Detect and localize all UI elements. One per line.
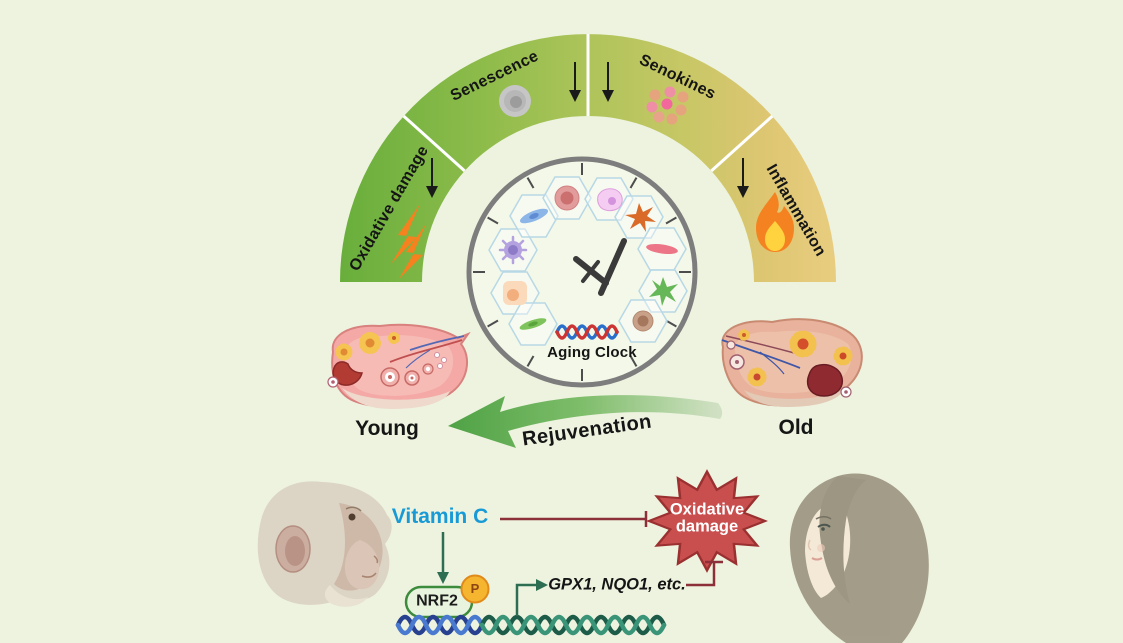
muscle-cell-icon: [646, 244, 678, 254]
oxidative-damage-line2: damage: [675, 518, 739, 536]
arch-divider-1: [402, 114, 466, 173]
down-arrow-icon: [569, 62, 581, 102]
nrf2-label: NRF2: [416, 592, 458, 610]
astrocyte-cell-icon: [649, 277, 678, 306]
inhibition-line-vitaminc: [500, 511, 648, 527]
senokine-dots-icon: [646, 86, 689, 125]
clock-ticks: [473, 163, 691, 381]
aging-arch: [340, 34, 836, 282]
inhibition-line-genes: [686, 560, 723, 587]
brown-cell-icon: [632, 310, 654, 332]
phospho-label: P: [470, 581, 480, 597]
down-arrow-icon: [426, 158, 438, 198]
blob-cell-icon: [597, 188, 623, 212]
fibroblast-cell-icon: [519, 208, 549, 224]
transcription-arrow: [515, 579, 548, 616]
dna-helix-icon: [555, 324, 619, 340]
down-arrow-icon: [737, 158, 749, 198]
spindle-cell-icon: [519, 318, 547, 330]
aging-clock-label: Aging Clock: [547, 344, 637, 362]
neuron-cell-icon: [625, 203, 656, 232]
lightning-bolt-icon: [391, 204, 426, 279]
aging-clock: [466, 156, 698, 388]
flame-icon: [756, 192, 794, 252]
vitamin-c-label: Vitamin C: [391, 504, 489, 528]
down-arrow-icon: [602, 62, 614, 102]
arch-trend-arrows: [426, 62, 749, 198]
senescent-cell-icon: [499, 85, 531, 117]
oxidative-damage-line1: Oxidative: [669, 500, 745, 519]
phospho-badge: [460, 574, 490, 604]
immune-cell-icon: [498, 235, 528, 265]
round-cell-icon: [554, 185, 580, 211]
epithelial-cell-icon: [503, 281, 527, 305]
monkey-illustration: [257, 481, 392, 607]
young-ovary-illustration: [327, 323, 471, 409]
young-label: Young: [355, 416, 419, 440]
target-genes-label: GPX1, NQO1, etc.: [548, 575, 686, 594]
arch-divider-3: [710, 114, 774, 173]
activation-arrow-vitaminc-nrf2: [437, 532, 449, 584]
clock-hands: [573, 238, 627, 296]
oxidative-damage-star-label: Oxidative damage: [669, 500, 745, 537]
woman-illustration: [789, 473, 929, 643]
dna-strand-icon: [395, 614, 667, 636]
rejuvenation-arrow: [448, 395, 723, 448]
old-label: Old: [778, 415, 814, 439]
old-ovary-illustration: [721, 318, 863, 407]
oxidative-damage-starburst: [646, 469, 768, 573]
